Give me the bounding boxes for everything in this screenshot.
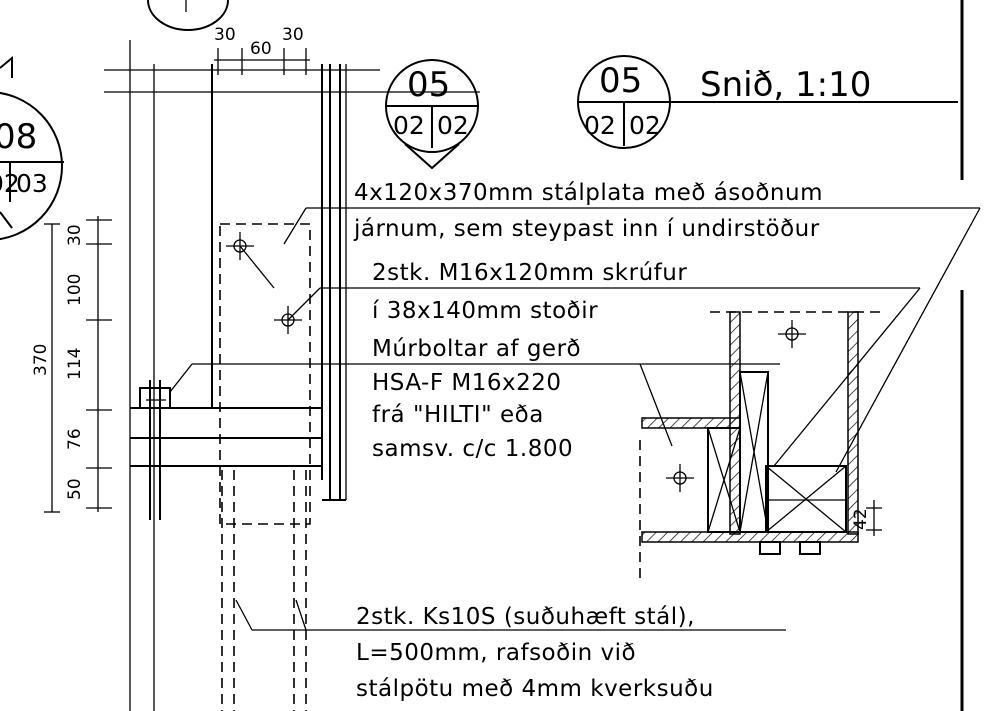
side-dim-100: 100 — [65, 274, 85, 306]
side-dimension: 370 30 100 114 76 50 — [31, 216, 112, 513]
drawing-title: Snið, 1:10 — [700, 65, 871, 105]
section-marker-sheet-b: 02 — [437, 111, 469, 140]
note-rebar-1: 2stk. Ks10S (suðuhæft stál), — [356, 604, 695, 630]
top-dim-2: 60 — [250, 39, 272, 59]
note-plate-1: 4x120x370mm stálplata með ásoðnum — [354, 180, 823, 206]
title-callout: 05 02 02 Snið, 1:10 — [577, 55, 958, 149]
detail-section: 42 — [639, 311, 882, 580]
side-dim-30: 30 — [65, 224, 85, 246]
ref-left-number: 08 — [0, 117, 37, 157]
ref-left-sheet-a: 02 — [0, 169, 20, 198]
ref-callout-left: 08 02 03 — [0, 55, 64, 240]
leader-lines — [169, 207, 981, 631]
note-anchor-1: Múrboltar af gerð — [372, 336, 581, 362]
title-callout-number: 05 — [599, 61, 642, 101]
side-dim-76: 76 — [65, 428, 85, 450]
top-dim-3: 30 — [282, 25, 304, 45]
steel-plate-hidden — [219, 223, 311, 711]
detail-dim-42: 42 — [851, 508, 871, 530]
note-rebar-3: stálpötu með 4mm kverksuðu — [356, 676, 714, 702]
note-screws-2: í 38x140mm stoðir — [372, 298, 598, 324]
top-dimension: 30 60 30 — [214, 25, 310, 75]
section-marker-number: 05 — [407, 65, 450, 105]
section-marker: 05 02 02 — [385, 59, 479, 170]
title-callout-sheet-b: 02 — [629, 111, 661, 140]
note-plate-2: járnum, sem steypast inn í undirstöður — [353, 216, 820, 242]
foundation-slab — [130, 380, 322, 520]
side-dim-total: 370 — [31, 344, 51, 376]
side-dim-114: 114 — [65, 348, 85, 380]
note-anchor-3: frá "HILTI" eða — [372, 402, 544, 428]
note-anchor-2: HSA-F M16x220 — [372, 370, 562, 396]
title-callout-sheet-a: 02 — [584, 111, 616, 140]
side-dim-50: 50 — [65, 478, 85, 500]
ref-left-sheet-b: 03 — [16, 169, 48, 198]
note-rebar-2: L=500mm, rafsoðin við — [356, 640, 636, 666]
top-dim-1: 30 — [214, 25, 236, 45]
notes: 4x120x370mm stálplata með ásoðnum járnum… — [353, 180, 823, 702]
partial-callout-top — [147, 0, 229, 31]
note-anchor-4: samsv. c/c 1.800 — [372, 436, 573, 462]
section-marker-sheet-a: 02 — [393, 111, 425, 140]
note-screws-1: 2stk. M16x120mm skrúfur — [372, 260, 687, 286]
bolt-centres — [226, 232, 302, 334]
